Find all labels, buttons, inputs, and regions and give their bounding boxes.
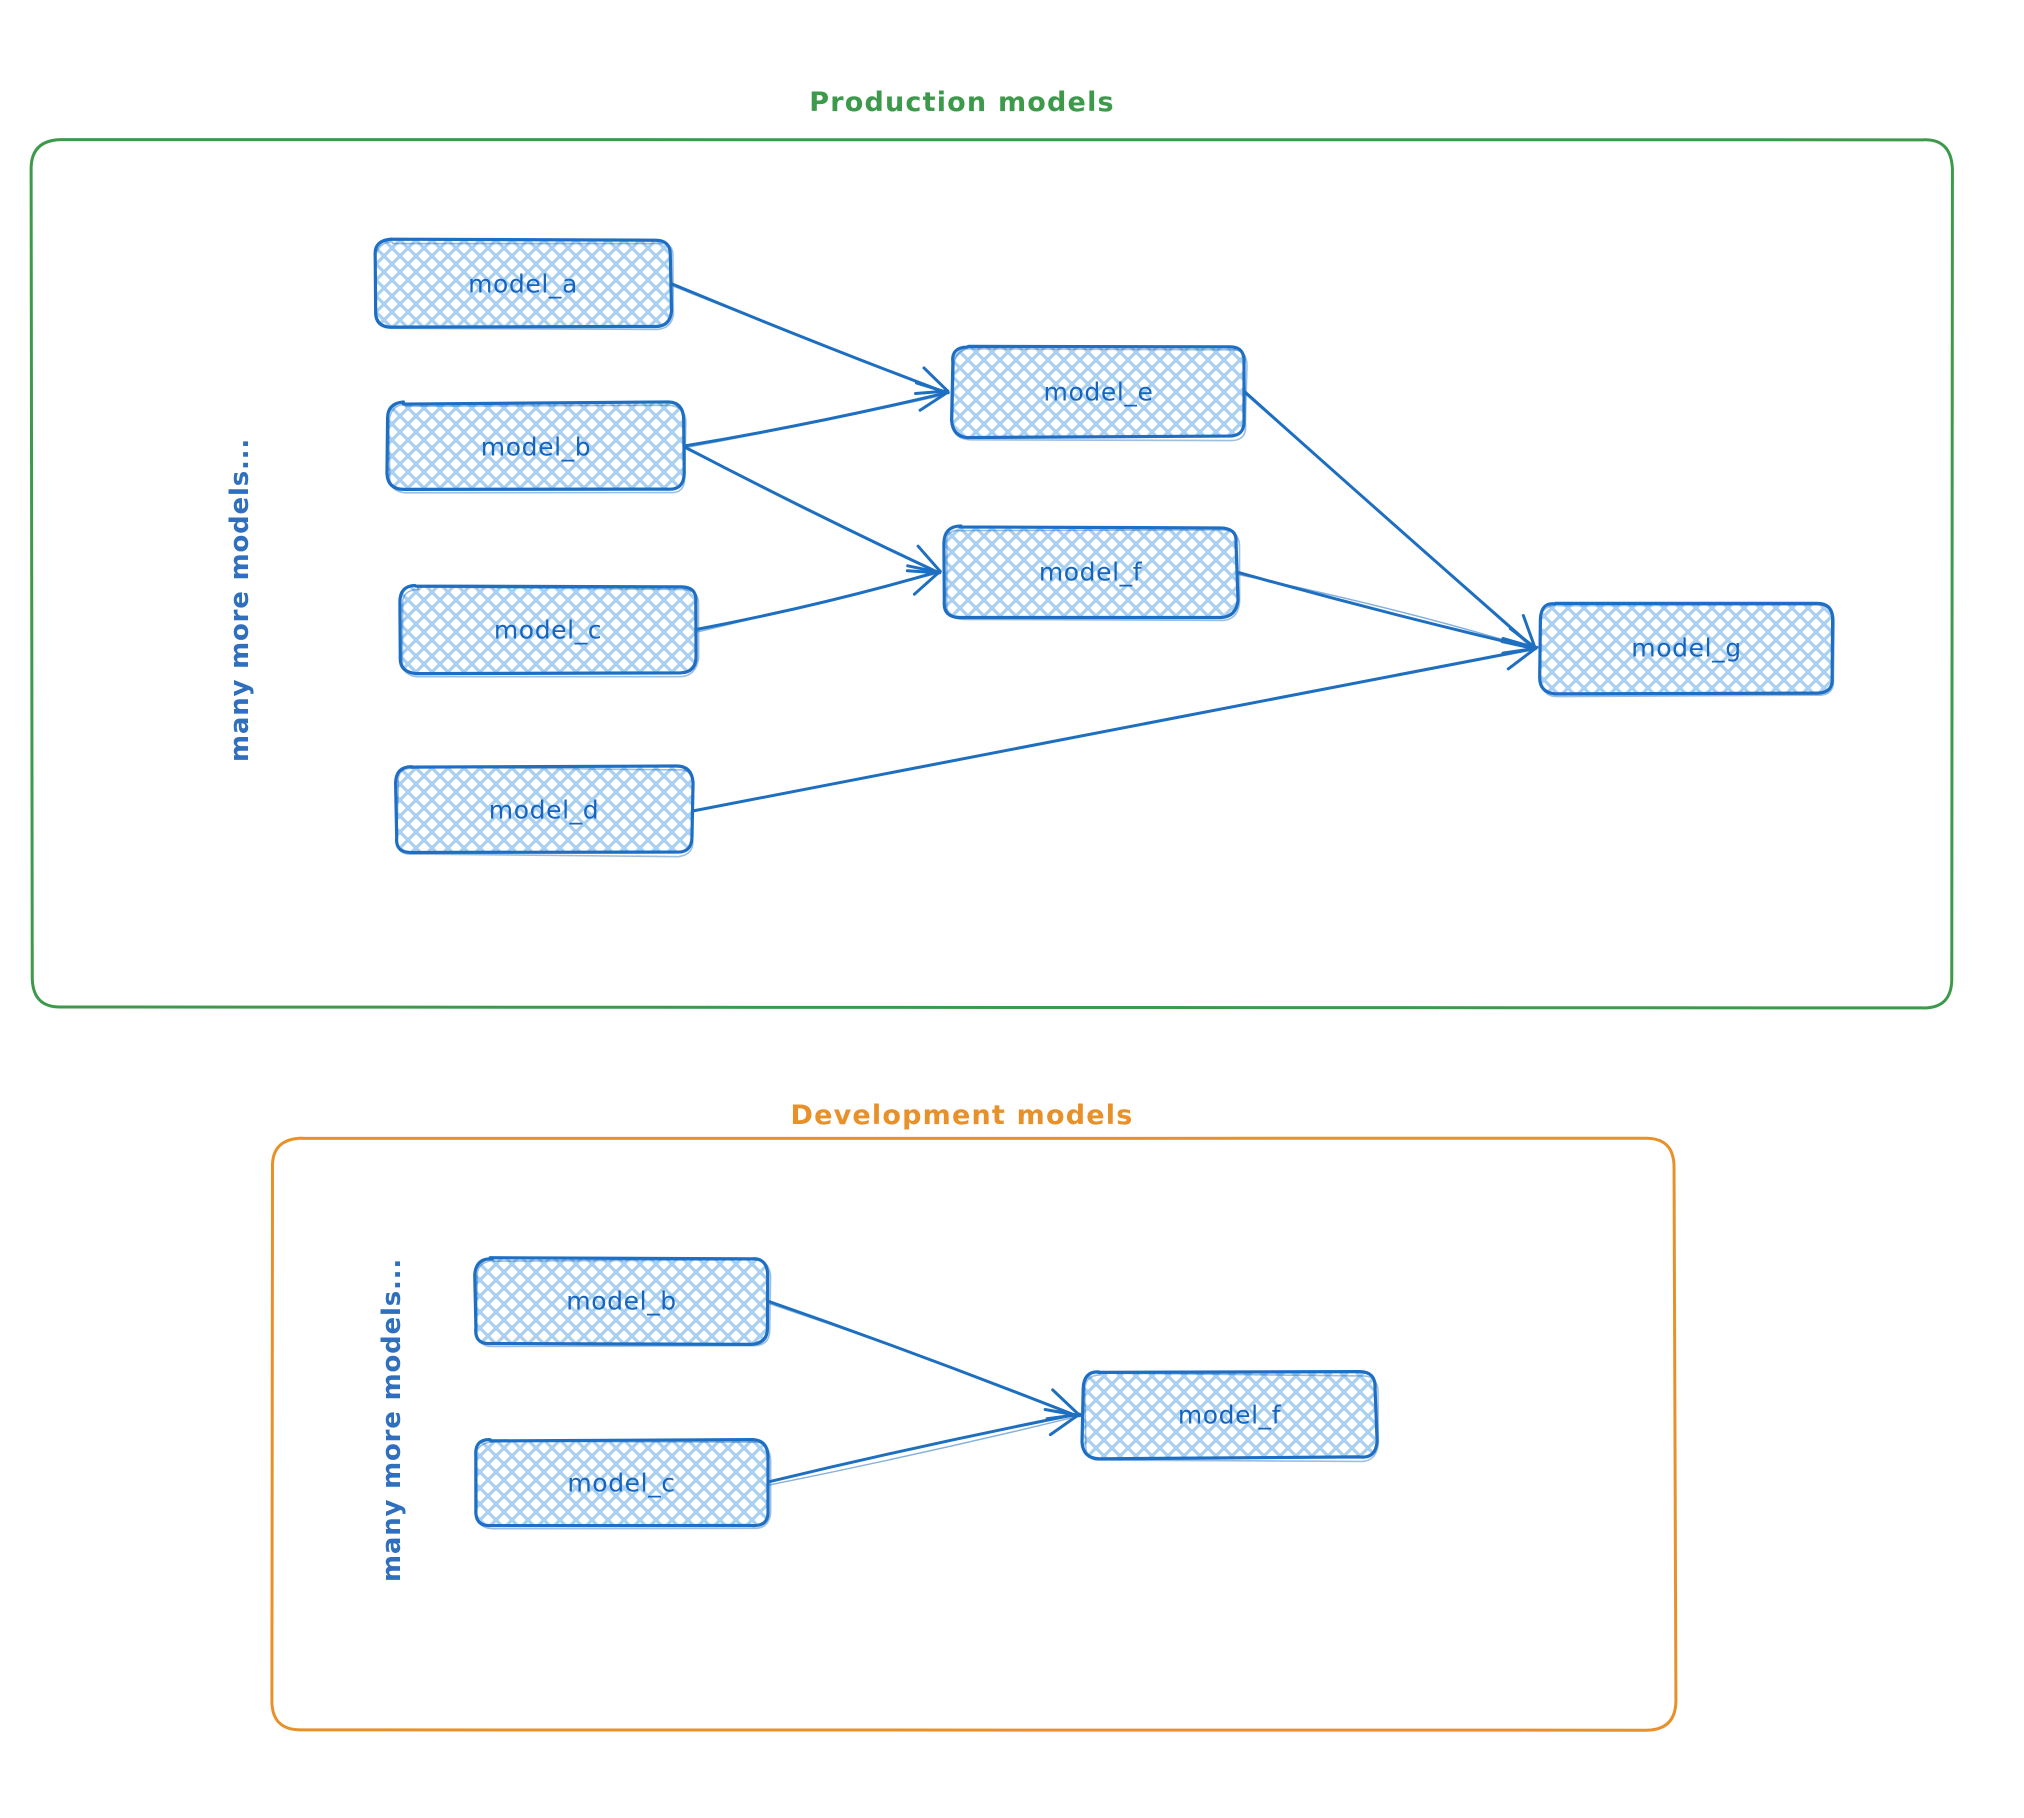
edge-line (682, 446, 940, 574)
group-containers (29, 138, 1954, 1732)
node-border-secondary (945, 528, 1241, 622)
node-border (398, 583, 698, 676)
development-group-border (270, 1136, 1678, 1732)
node-prod_f-hit[interactable] (944, 527, 1237, 617)
node-border-secondary (401, 586, 700, 678)
node-border (1080, 1369, 1379, 1461)
node-label-dev_f: model_f (1177, 1400, 1282, 1430)
node-border-secondary (474, 1440, 772, 1530)
edge-line (766, 1302, 1079, 1417)
node-fill (395, 765, 693, 854)
node-dev_f (1080, 1369, 1380, 1463)
node-fill (951, 346, 1245, 437)
edge-arrowhead (914, 381, 950, 395)
edge-arrowhead (918, 390, 950, 412)
node-prod_g (1538, 601, 1836, 698)
node-label-prod_g: model_g (1631, 633, 1742, 663)
edge-line (1236, 573, 1535, 650)
edge-dev_c-to-dev_f (765, 1407, 1082, 1487)
node-prod_e-hit[interactable] (952, 347, 1245, 437)
edge-arrowhead (1051, 1388, 1081, 1417)
development-group-container[interactable] (272, 1138, 1675, 1730)
edge-prod_e-to-prod_g (1242, 389, 1538, 651)
edge-prod_d-to-prod_g (690, 640, 1539, 813)
edge-arrowhead (922, 366, 950, 393)
edge-line (683, 391, 947, 448)
node-fill (1082, 1371, 1376, 1459)
edge-arrowhead (1508, 627, 1538, 650)
node-label-prod_a: model_a (468, 269, 578, 298)
node-border (473, 1256, 770, 1347)
node-fill (400, 585, 697, 673)
development-group-title: Development models (790, 1100, 1134, 1131)
node-border (385, 400, 686, 491)
edge-prod_b-to-prod_e (682, 381, 950, 449)
edge-line (1243, 392, 1535, 651)
node-fill (474, 1439, 768, 1527)
node-border-secondary (395, 766, 694, 858)
node-label-prod_e: model_e (1043, 377, 1154, 407)
node-border-secondary (951, 347, 1248, 442)
node-border-secondary (374, 240, 675, 331)
node-border (1538, 601, 1835, 696)
node-label-dev_b: model_b (566, 1286, 677, 1316)
node-border (393, 764, 695, 855)
edge-arrowhead (1506, 645, 1539, 671)
node-prod_b-hit[interactable] (388, 403, 684, 490)
node-prod_e (950, 344, 1248, 442)
edge-line (682, 394, 947, 449)
node-prod_c (398, 583, 700, 678)
node-label-prod_f: model_f (1038, 557, 1143, 587)
production-group-border (29, 138, 1954, 1010)
node-border-secondary (1539, 604, 1836, 698)
node-prod_g-hit[interactable] (1540, 603, 1833, 693)
edge-line (671, 284, 946, 394)
node-dev_b (473, 1256, 772, 1348)
node-border (950, 344, 1246, 440)
nodes (373, 237, 1836, 1530)
node-prod_f (942, 524, 1241, 622)
node-label-dev_c: model_c (567, 1468, 676, 1498)
node-dev_c-hit[interactable] (475, 1440, 768, 1526)
edge-arrowhead (906, 564, 942, 575)
edges (668, 281, 1539, 1487)
node-prod_a (373, 237, 675, 331)
node-fill (944, 526, 1237, 618)
node-prod_d-hit[interactable] (396, 766, 692, 853)
node-prod_b (385, 400, 687, 494)
node-fill (474, 1257, 768, 1345)
node-prod_c-hit[interactable] (400, 586, 696, 673)
node-fill (1539, 602, 1834, 694)
node-label-prod_b: model_b (480, 432, 592, 461)
edge-arrowhead (1043, 1407, 1082, 1418)
node-label-prod_d: model_d (488, 795, 600, 824)
node-border (474, 1438, 770, 1528)
node-fill (387, 402, 685, 491)
node-border-secondary (1084, 1372, 1380, 1463)
edge-arrowhead (1500, 640, 1537, 651)
node-prod_d (393, 764, 695, 858)
edge-arrowhead (916, 544, 942, 574)
node-dev_f-hit[interactable] (1083, 1372, 1376, 1458)
node-border (942, 524, 1240, 620)
production-group-title: Production models (809, 87, 1115, 118)
edge-line (767, 1416, 1077, 1487)
node-label-prod_c: model_c (493, 615, 603, 644)
node-prod_a-hit[interactable] (375, 240, 671, 327)
node-border-secondary (475, 1259, 772, 1348)
edge-prod_a-to-prod_e (668, 281, 950, 396)
edge-arrowhead (1521, 614, 1537, 651)
node-border-secondary (388, 403, 687, 494)
edge-prod_c-to-prod_f (695, 564, 942, 633)
edge-line (765, 1412, 1079, 1484)
node-fill (374, 239, 672, 327)
node-dev_b-hit[interactable] (475, 1258, 768, 1344)
node-border (373, 237, 674, 329)
edge-arrowhead (1048, 1412, 1081, 1437)
edge-arrowhead (912, 570, 942, 596)
edge-line (695, 572, 939, 633)
node-dev_c (474, 1438, 772, 1530)
